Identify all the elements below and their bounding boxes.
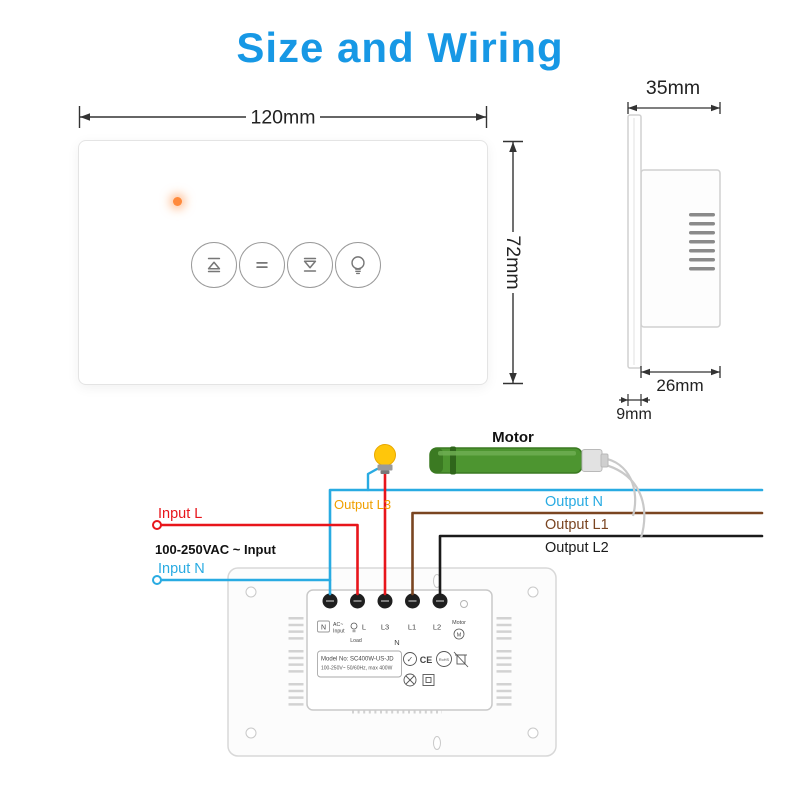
bulb-icon (374, 444, 396, 474)
output-l1-label: Output L1 (545, 517, 609, 533)
terminal-l3-label: L3 (381, 623, 389, 632)
safety-icons (403, 673, 435, 687)
motor-small-label: Motor (452, 620, 466, 626)
ce-mark: CE (420, 655, 433, 665)
ac-label-1: AC~ (333, 622, 343, 628)
ratings-text: 100-250V~ 50/60Hz, max 400W (321, 666, 393, 672)
switch-front-view (78, 140, 488, 385)
rohs-label: RoHS (439, 658, 450, 662)
light-bulb-icon (351, 256, 365, 275)
curtain-open-icon (207, 257, 221, 273)
check-glyph: ✓ (407, 655, 414, 664)
curtain-close-icon (303, 257, 317, 272)
terminal-l1-label: L1 (408, 623, 416, 632)
output-l2-wire (438, 534, 764, 596)
neutral-small-label: N (394, 638, 399, 647)
motor-graphic (429, 446, 646, 539)
terminals (322, 593, 468, 609)
input-n-label: Input N (158, 561, 205, 577)
input-l-label: Input L (158, 506, 202, 522)
panel-dimension-label: 9mm (616, 406, 652, 423)
depth-dimension (627, 102, 721, 114)
light-button (335, 242, 381, 288)
output-l3-label: Output L3 (334, 497, 391, 512)
output-l2-label: Output L2 (545, 540, 609, 556)
width-dimension-label: 120mm (250, 107, 315, 129)
check-cert-icon (403, 652, 417, 666)
load-lamp-icon (350, 622, 358, 630)
body-dimension-label: 26mm (656, 376, 703, 395)
curtain-open-button (191, 242, 237, 288)
side-vent-slots (288, 617, 512, 709)
input-l-wire (159, 523, 359, 596)
weee-bin-icon (453, 651, 469, 668)
page-title: Size and Wiring (236, 24, 564, 71)
touch-buttons (191, 242, 381, 288)
terminal-n-label: N (321, 625, 326, 632)
motor-m-icon (453, 628, 465, 640)
wiring-diagram: N AC~ Input L Load L3 L1 L2 Motor M N Mo… (152, 429, 764, 757)
motor-label: Motor (492, 429, 534, 446)
height-dimension-label: 72mm (502, 235, 524, 289)
output-n-wire (328, 488, 764, 596)
vent-slats (689, 213, 715, 271)
ac-label-2: Input (333, 629, 345, 635)
motor-m-label: M (457, 633, 462, 639)
depth-dimension-label: 35mm (646, 78, 700, 99)
wire-labels: Motor Input L 100-250VAC ~ Input Input N… (155, 429, 609, 577)
output-l1-wire (411, 511, 764, 596)
terminal-l2-label: L2 (433, 623, 441, 632)
indicator-led (173, 197, 182, 206)
wires (152, 467, 764, 596)
rohs-icon (436, 651, 452, 667)
curtain-stop-button (239, 242, 285, 288)
output-n-label: Output N (545, 494, 603, 510)
vac-label: 100-250VAC ~ Input (155, 542, 276, 557)
switch-side-view: 35mm (616, 78, 721, 423)
model-number: Model No: SC400W-US-JD (321, 657, 394, 663)
module-markings: Model No: SC400W-US-JD 100-250V~ 50/60Hz… (317, 650, 469, 687)
side-profile (627, 114, 721, 369)
relay-module (306, 589, 493, 711)
width-dimension: 120mm (78, 103, 488, 131)
load-label: Load (350, 638, 362, 644)
switch-back-view: N AC~ Input L Load L3 L1 L2 Motor M N Mo… (227, 567, 557, 757)
terminal-l-label: L (362, 623, 366, 632)
bulb-neutral-wire (366, 467, 379, 492)
curtain-stop-icon (256, 261, 268, 269)
module-labels: N AC~ Input L Load L3 L1 L2 Motor M N (317, 620, 466, 647)
curtain-close-button (287, 242, 333, 288)
height-dimension: 72mm (500, 140, 526, 385)
motor-cord-2 (601, 462, 646, 539)
